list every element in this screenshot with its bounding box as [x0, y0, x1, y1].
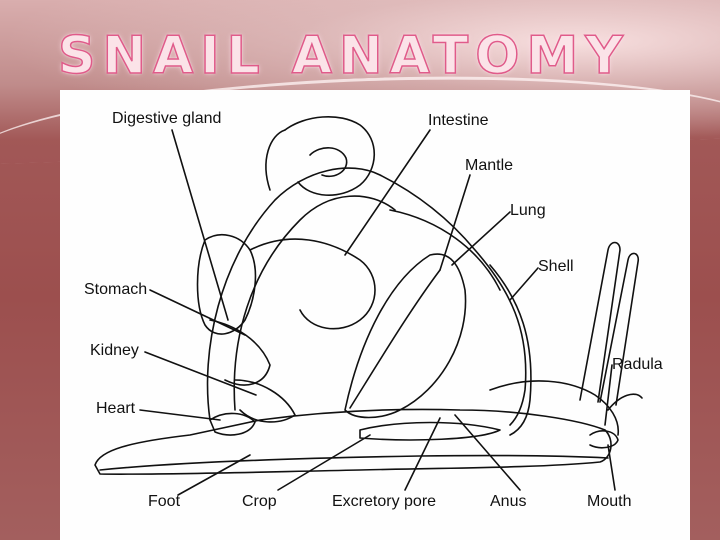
leader-heart [139, 409, 221, 421]
label-mantle: Mantle [465, 157, 514, 174]
lung-outline [344, 253, 467, 419]
shell-lip [489, 264, 532, 436]
label-kidney: Kidney [90, 342, 139, 359]
mouth-part [589, 430, 619, 449]
kidney-organ [234, 379, 296, 423]
long-tentacle-right [599, 252, 640, 406]
leader-mouth [607, 444, 616, 491]
snail-illustration [94, 116, 643, 496]
head-outline [489, 380, 620, 436]
label-radula: Radula [612, 356, 663, 373]
leader-intestine [344, 129, 431, 256]
diagram-panel: Digestive gland Intestine Mantle Lung Sh… [60, 90, 690, 540]
shell-outline [206, 167, 527, 426]
label-foot: Foot [148, 493, 181, 510]
long-tentacle-left [579, 241, 621, 403]
leader-crop [277, 434, 371, 491]
leader-foot [177, 454, 251, 496]
leader-mantle [439, 174, 471, 271]
leader-shell [509, 267, 539, 301]
stomach-organ [209, 319, 271, 386]
label-stomach: Stomach [84, 281, 148, 298]
leader-excretory-pore [404, 417, 441, 491]
label-heart: Heart [96, 400, 136, 417]
shell-whorl-1 [233, 195, 396, 411]
intestine-coil [249, 238, 376, 330]
label-mouth: Mouth [587, 493, 632, 510]
leader-radula [604, 364, 613, 426]
short-tentacle [607, 393, 643, 411]
label-shell: Shell [538, 258, 574, 275]
foot-outline [94, 408, 612, 475]
leader-kidney [144, 351, 257, 396]
heart-organ [209, 412, 256, 436]
leader-stomach [149, 289, 246, 336]
leader-lung [451, 211, 511, 266]
label-excretory-pore: Excretory pore [332, 493, 437, 510]
label-anus: Anus [490, 493, 527, 510]
label-lung: Lung [510, 202, 546, 219]
shell-inner [265, 129, 286, 191]
label-intestine: Intestine [428, 112, 489, 129]
digestive-gland [196, 234, 257, 335]
foot-sole [99, 454, 609, 471]
label-crop: Crop [242, 493, 277, 510]
leader-anus [454, 414, 521, 491]
leader-digestive-gland [171, 129, 229, 321]
mantle-edge [389, 209, 501, 291]
crop-organ [359, 421, 501, 441]
shell-whorl-3 [309, 147, 348, 177]
lung-vein [349, 269, 441, 409]
shell-whorl-2 [284, 116, 375, 196]
label-digestive-gland: Digestive gland [112, 110, 222, 127]
slide-title: SNAIL ANATOMY [57, 25, 630, 87]
